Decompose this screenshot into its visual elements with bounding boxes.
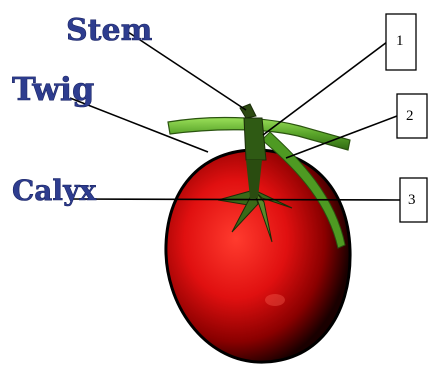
callout-1: 1 — [386, 14, 416, 70]
twig-label: Twig — [12, 70, 94, 108]
callout-2: 2 — [397, 94, 427, 138]
callout-1-leader-line — [263, 42, 387, 135]
callout-3-number: 3 — [408, 192, 416, 208]
calyx-label: Calyx — [12, 174, 96, 207]
stem-label: Stem — [66, 13, 153, 48]
callout-3: 3 — [400, 178, 427, 222]
calyx-leader-line — [70, 199, 400, 200]
callout-2-number: 2 — [406, 108, 414, 124]
callout-1-number: 1 — [396, 33, 404, 49]
